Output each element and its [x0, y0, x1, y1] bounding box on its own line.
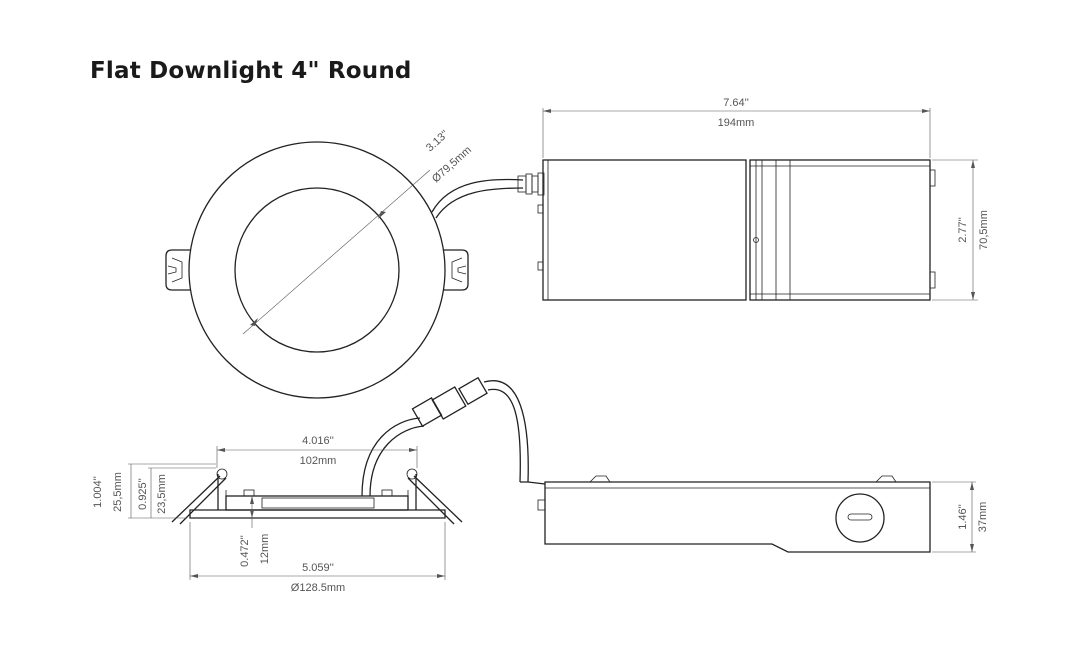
driver-top-view: 7.64'' 194mm 2.77'' 70,5mm: [537, 97, 990, 301]
driver-cable-top: [431, 172, 545, 219]
driver-height-mm-label: 70,5mm: [978, 210, 990, 250]
side-view-dimensions: 4.016'' 102mm 5.059'' Ø128.5mm 1.004'' 2…: [92, 435, 446, 594]
driver-length-mm-label: 194mm: [718, 117, 755, 129]
aperture-inch-label: 3.13'': [424, 128, 451, 154]
box-height-inch-label: 1.46'': [957, 504, 969, 530]
total-height-mm-label: 25,5mm: [112, 472, 124, 512]
clip-height-inch-label: 0.925'': [137, 478, 149, 510]
outer-width-mm-label: Ø128.5mm: [291, 582, 345, 594]
downlight-side-view: [171, 417, 463, 525]
total-height-inch-label: 1.004'': [92, 476, 104, 508]
clip-height-mm-label: 23,5mm: [156, 474, 168, 514]
driver-height-inch-label: 2.77'': [957, 217, 969, 243]
inner-width-mm-label: 102mm: [300, 455, 337, 467]
box-height-mm-label: 37mm: [977, 502, 989, 533]
lamp-depth-inch-label: 0.472'': [239, 535, 251, 567]
lamp-depth-mm-label: 12mm: [259, 534, 271, 565]
driver-side-view: 1.46'' 37mm: [537, 475, 989, 553]
outer-width-inch-label: 5.059'': [302, 562, 334, 574]
cable-connector: [411, 376, 546, 485]
aperture-mm-label: Ø79,5mm: [430, 144, 474, 185]
downlight-top-view: 3.13'' Ø79,5mm: [165, 128, 474, 399]
page-title: Flat Downlight 4" Round: [90, 58, 412, 84]
inner-width-inch-label: 4.016'': [302, 435, 334, 447]
driver-length-inch-label: 7.64'': [723, 97, 749, 109]
